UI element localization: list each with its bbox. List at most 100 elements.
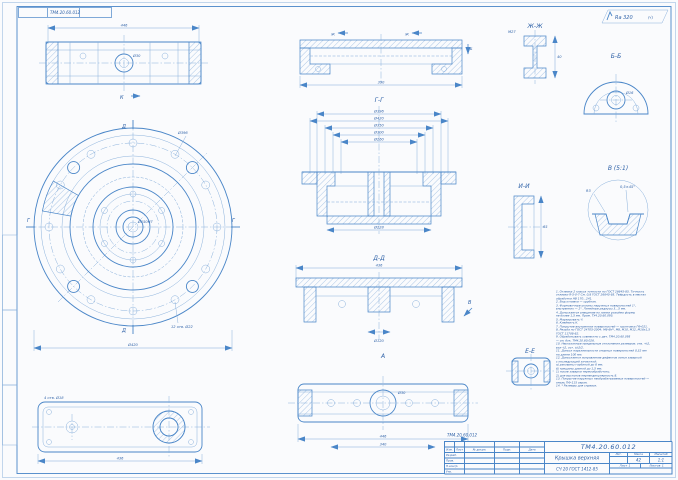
tb-sig-utv: Утв. xyxy=(444,469,465,475)
tb-empty-cell xyxy=(464,458,495,464)
tb-sheets: Листов 1 xyxy=(640,463,673,468)
dim-label: Ø420 xyxy=(127,342,138,347)
section-title: Ж-Ж xyxy=(526,23,543,30)
tb-hdr-list: Лист xyxy=(454,447,465,453)
roughness-mark: Ra 320 (√) xyxy=(592,7,672,25)
dim-label: 446 xyxy=(380,435,388,439)
dim-label: 4 отв. Ø18 xyxy=(44,395,64,400)
view-bottom-plan: 436 4 отв. Ø18 xyxy=(32,390,222,468)
view-top-plan: 446 Ø30 К xyxy=(36,20,211,101)
corner-stamp: ТМ4.20.60.012 xyxy=(18,7,112,18)
dim-label: Ø396 xyxy=(177,130,188,135)
dim-label: Ø30 xyxy=(397,390,406,395)
dim-label: 65 xyxy=(543,225,548,229)
tb-sig-razrab: Разраб. xyxy=(444,452,465,458)
tb-sheet-no: 1 xyxy=(628,464,631,468)
roughness-value: Ra 320 xyxy=(615,15,633,21)
above-title-note-text: ТМ4.20.60.012 xyxy=(447,433,478,438)
tb-sheet: Лист 1 xyxy=(609,463,641,468)
section-ii: И-И 65 xyxy=(500,180,548,272)
dim-label: 12 отв. Ø22 xyxy=(171,324,194,329)
title-block-grid: Изм. Лист № докум. Подп. Дата Разраб. Пр… xyxy=(444,441,673,475)
roughness-note: (√) xyxy=(648,16,654,20)
tb-empty-cell xyxy=(519,452,545,458)
dim-label: 340 xyxy=(380,443,388,447)
tb-designation: ТМ4.20.60.012 xyxy=(544,441,673,453)
section-arrow-label: Д xyxy=(121,328,126,334)
view-bb: Б-Б Ø16 xyxy=(576,50,656,126)
dim-label: 0,5×45° xyxy=(620,185,635,189)
dim-label: М27 xyxy=(508,30,516,34)
dim-label: 446 xyxy=(121,24,129,28)
dim-label: Ø420 xyxy=(373,116,384,121)
section-arrow-label: Г xyxy=(27,218,31,224)
dim-label: 390 xyxy=(378,81,386,85)
view-top-center-section-drawing: Ж Ж Б 390 xyxy=(299,30,473,88)
tb-empty-cell xyxy=(494,463,520,469)
tb-empty-cell xyxy=(494,441,520,447)
tb-empty-cell xyxy=(494,452,520,458)
tb-empty-cell xyxy=(519,458,545,464)
above-title-note: ТМ4.20.60.012 xyxy=(447,433,607,441)
view-front-circular: Г Г Д Д Ø396 12 отв. Ø22 Ø150H7 Ø420 xyxy=(26,120,240,351)
view-bb-drawing: Б-Б Ø16 xyxy=(583,53,649,122)
tb-sheets-label: Листов xyxy=(649,464,661,468)
tb-mass-value: 42 xyxy=(627,456,650,464)
tb-empty-cell xyxy=(464,452,495,458)
view-ee: Е-Е xyxy=(504,345,558,395)
view-arrow-label: К xyxy=(120,95,124,101)
section-arrow-label: В xyxy=(468,300,472,306)
section-arrow-label: Д xyxy=(121,124,126,130)
tb-litera-value xyxy=(609,456,628,464)
view-title: А xyxy=(380,353,385,360)
tb-empty-cell xyxy=(494,458,520,464)
dim-label: Ø260 xyxy=(373,137,384,142)
section-zhzh: Ж-Ж 40 М27 xyxy=(506,20,564,90)
tb-empty-cell xyxy=(519,441,545,447)
tb-hdr-podp: Подп. xyxy=(494,447,520,453)
tb-sheets-no: 1 xyxy=(661,464,664,468)
section-gg-drawing: Г-Г Ø396 Ø420 Ø350 Ø300 Ø260 Ø228 xyxy=(301,97,457,234)
tb-scale-value: 1:1 xyxy=(649,456,673,464)
tb-empty-cell xyxy=(464,469,495,475)
section-arrow-label: Б xyxy=(470,47,473,51)
tb-hdr-scale: Масштаб xyxy=(649,452,673,457)
tb-material: СЧ 20 ГОСТ 1412-85 xyxy=(544,463,610,475)
section-ii-drawing: И-И 65 xyxy=(508,183,548,259)
roughness-drawing: Ra 320 (√) xyxy=(601,9,669,24)
dim-label: 436 xyxy=(117,457,125,461)
roughness-icon xyxy=(606,10,613,21)
view-ee-drawing: Е-Е xyxy=(506,348,556,390)
view-top-center-section: Ж Ж Б 390 xyxy=(286,26,476,92)
tb-empty-cell xyxy=(494,469,520,475)
view-title: Б-Б xyxy=(611,53,621,60)
dim-label: Ø120 xyxy=(373,338,384,343)
stamp-divider xyxy=(79,8,80,17)
section-dd: Д-Д 436 Ø120 В xyxy=(280,252,478,348)
section-dd-drawing: Д-Д 436 Ø120 В xyxy=(295,255,473,343)
tb-hdr-doc: № докум. xyxy=(464,447,495,453)
view-front-circular-drawing: Г Г Д Д Ø396 12 отв. Ø22 Ø150H7 Ø420 xyxy=(26,120,240,351)
section-gg: Г-Г Ø396 Ø420 Ø350 Ø300 Ø260 Ø228 xyxy=(280,94,478,238)
tb-empty-cell xyxy=(519,463,545,469)
tb-sig-nkontr: Н.контр. xyxy=(444,463,465,469)
stamp-divider xyxy=(47,8,48,17)
section-title: Г-Г xyxy=(375,97,385,104)
dim-label: Ø30 xyxy=(132,53,141,58)
tb-hdr-lit: Лит. xyxy=(609,452,628,457)
view-a: А Ø30 446 340 xyxy=(284,350,482,456)
tb-empty-cell xyxy=(464,463,495,469)
tb-empty-cell xyxy=(444,441,455,447)
tb-empty-cell xyxy=(454,441,465,447)
tb-hdr-mass: Масса xyxy=(627,452,650,457)
section-arrow-label: Ж xyxy=(404,33,409,37)
tb-hdr-izm: Изм. xyxy=(444,447,455,453)
dim-label: 436 xyxy=(376,264,384,268)
dim-label: Ø16 xyxy=(625,90,634,95)
view-title: Е-Е xyxy=(525,348,535,355)
tb-empty-cell xyxy=(464,441,495,447)
dim-label: Ø228 xyxy=(373,225,384,230)
tb-org-cell xyxy=(609,468,673,475)
detail-title: В (5:1) xyxy=(608,165,628,172)
